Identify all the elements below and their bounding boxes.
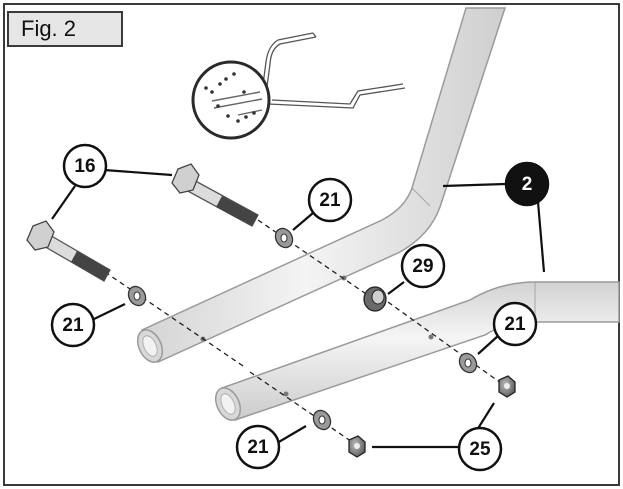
callout-16: 16	[62, 143, 108, 189]
tube-hole	[428, 334, 434, 340]
nut	[498, 375, 516, 398]
spacer	[363, 286, 387, 312]
callout-21-left: 21	[50, 302, 96, 348]
tube-hole	[283, 391, 289, 397]
washer	[458, 352, 478, 374]
callout-2: 2	[504, 161, 550, 207]
callout-21-bottom-label: 21	[247, 437, 269, 458]
callout-25: 25	[457, 426, 503, 472]
bolt-upper	[171, 163, 259, 227]
bolt-left	[26, 220, 111, 282]
figure-border	[3, 3, 620, 486]
callout-21-left-label: 21	[62, 315, 84, 336]
washer	[274, 227, 294, 249]
callout-21-right: 21	[492, 301, 538, 347]
inset-detail-circle	[191, 60, 271, 140]
callout-21-top: 21	[307, 177, 353, 223]
assembly-lines	[104, 219, 506, 447]
callout-29-label: 29	[412, 256, 433, 277]
callout-2-label: 2	[522, 174, 533, 195]
nut	[348, 435, 366, 458]
callout-29: 29	[400, 243, 446, 289]
figure-label: Fig. 2	[7, 11, 123, 47]
tube-hole	[341, 275, 347, 281]
handle-frame-upper	[136, 7, 507, 363]
callout-21-top-label: 21	[319, 190, 341, 211]
callout-16-label: 16	[74, 156, 95, 177]
washer	[127, 285, 147, 307]
inset-overview	[191, 32, 406, 140]
washer	[312, 409, 332, 431]
callout-21-right-label: 21	[504, 314, 526, 335]
callout-21-bottom: 21	[235, 424, 281, 470]
callout-25-label: 25	[469, 439, 491, 460]
